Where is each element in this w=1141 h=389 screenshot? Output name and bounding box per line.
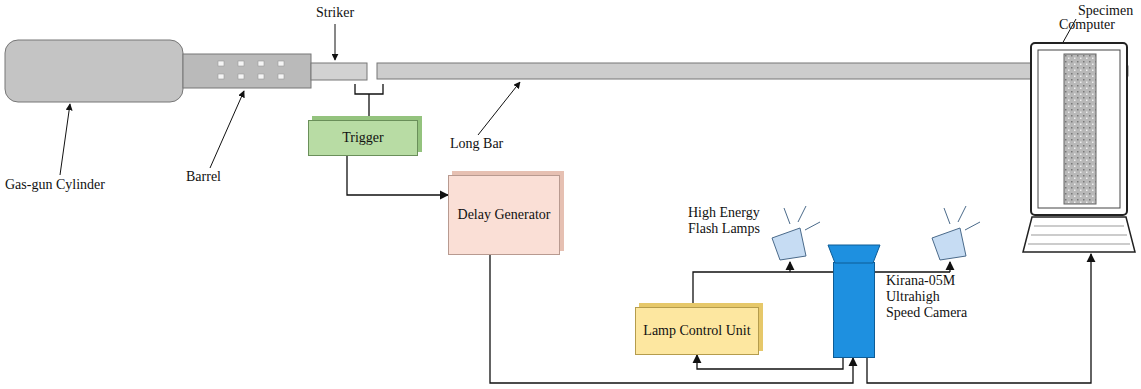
node-label: Delay Generator [458, 207, 551, 223]
lamp-wire [949, 262, 950, 272]
leader-line [60, 104, 70, 175]
camera-lens [827, 244, 881, 264]
computer-laptop: Computer [1022, 42, 1136, 254]
delay-generator-box: Delay Generator [448, 175, 560, 255]
node-caption: Computer [1042, 17, 1132, 33]
part-label: Striker [316, 5, 376, 21]
trigger-box: Trigger [308, 120, 418, 156]
laptop-drawing [1022, 42, 1136, 254]
part-label: Barrel [186, 169, 246, 185]
leader-line [210, 91, 244, 168]
striker [311, 63, 367, 80]
part-label: Gas-gun Cylinder [5, 177, 125, 193]
barrel-holes [218, 61, 284, 79]
part-label: Specimen [1078, 3, 1138, 19]
node-caption: Kirana-05M Ultrahigh Speed Camera [886, 273, 974, 321]
part-label: Long Bar [450, 136, 520, 152]
long-bar [377, 63, 1032, 79]
leader-line [335, 24, 336, 60]
camera-body: Kirana-05M Ultrahigh Speed Camera [833, 262, 875, 358]
trigger-bracket [355, 84, 383, 120]
node-label: Trigger [342, 130, 384, 146]
signal-connector [867, 254, 1091, 383]
flash-lamp [932, 206, 980, 260]
signal-connector [347, 156, 448, 195]
leader-line [478, 82, 520, 135]
lamp-wire [789, 262, 790, 272]
barrel [183, 54, 311, 88]
signal-connector [697, 355, 843, 369]
flash-lamp [772, 206, 820, 260]
signal-connector [490, 255, 853, 383]
node-label: Lamp Control Unit [643, 323, 750, 339]
part-label: High Energy Flash Lamps [688, 205, 768, 237]
gas-gun-cylinder [5, 40, 183, 102]
lamp-control-box: Lamp Control Unit [635, 307, 759, 355]
